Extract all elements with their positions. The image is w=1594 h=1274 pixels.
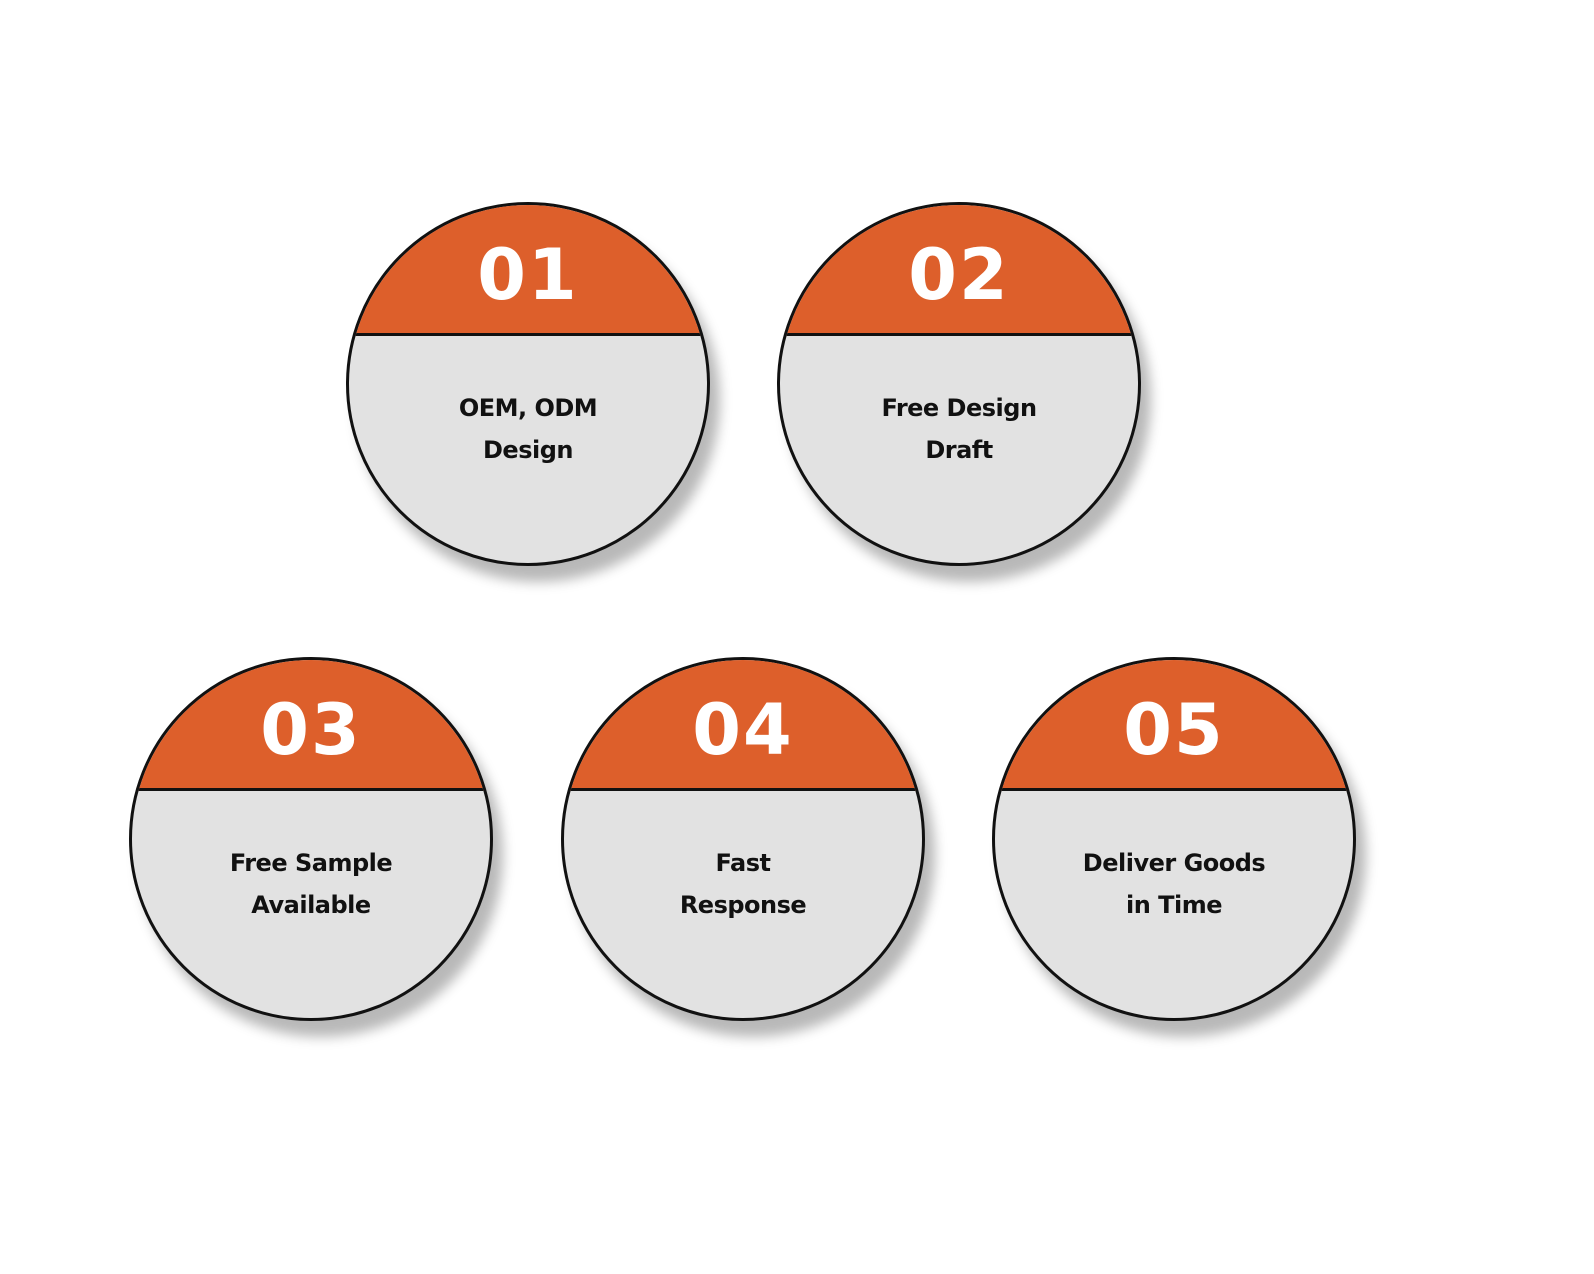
badge-label-line: Free Design <box>881 394 1037 422</box>
badge-label: Free Sample Available <box>138 842 484 926</box>
badge-label-line: OEM, ODM <box>458 394 598 422</box>
badge-header <box>132 660 490 791</box>
badge-label-line: Deliver Goods <box>1082 849 1266 877</box>
badge-04: 04 Fast Response <box>561 657 925 1021</box>
badge-label: OEM, ODM Design <box>355 387 701 471</box>
badge-label: Fast Response <box>570 842 916 926</box>
badge-03: 03 Free Sample Available <box>129 657 493 1021</box>
badge-number: 03 <box>260 689 362 771</box>
badge-02: 02 Free Design Draft <box>777 202 1141 566</box>
badge-number: 02 <box>908 234 1010 316</box>
badge-header <box>349 205 707 336</box>
badge-label-line: Response <box>679 891 807 919</box>
badge-number: 05 <box>1123 689 1225 771</box>
badge-label: Deliver Goods in Time <box>1001 842 1347 926</box>
badge-header <box>780 205 1138 336</box>
badge-05: 05 Deliver Goods in Time <box>992 657 1356 1021</box>
badge-01: 01 OEM, ODM Design <box>346 202 710 566</box>
badge-number: 04 <box>692 689 794 771</box>
badge-label-line: Design <box>483 436 573 464</box>
badge-number: 01 <box>477 234 579 316</box>
badge-label-line: Draft <box>925 436 993 464</box>
badge-label-line: Free Sample <box>229 849 393 877</box>
badge-label-line: Fast <box>715 849 771 877</box>
badge-header <box>564 660 922 791</box>
badge-label-line: in Time <box>1125 891 1223 919</box>
badge-label: Free Design Draft <box>786 387 1132 471</box>
badge-label-line: Available <box>251 891 371 919</box>
badge-header <box>995 660 1353 791</box>
